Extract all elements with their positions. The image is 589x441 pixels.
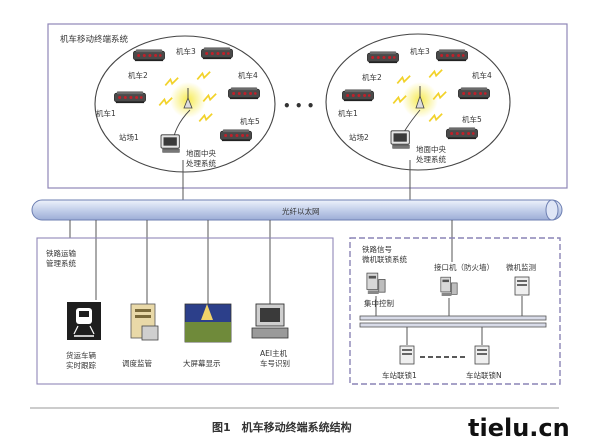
center-label-line2: 处理系统 [186,158,216,168]
uplink-cable [403,109,421,133]
central-label: 集中控制 [364,298,394,308]
station-interlock-label: 车站联锁1 [382,370,417,380]
locomotive-icon [342,88,374,102]
bus-label: 光纤以太网 [282,206,320,216]
loco-label: 机车5 [240,116,260,126]
watermark-backdrop [462,410,589,441]
antenna-icon [415,94,425,109]
center-label-line2: 处理系统 [416,154,446,164]
watermark: tielu.cn [468,414,570,441]
terminal-icon [390,130,410,149]
item-label-line2: 实时跟踪 [66,360,96,370]
loco-label: 机车4 [472,70,492,80]
keyboard-icon [251,327,289,339]
item-label: 大屏幕显示 [183,358,221,368]
station-2-cluster: 机车3 机车4 机车2 机车1 机车5 站场2 地面中央 处理系统 [325,33,511,171]
uplink-cable [173,109,191,137]
bus-end-cap [545,199,559,221]
big-screen-light [201,304,213,320]
train-icon-window [79,311,89,317]
loco-label: 机车4 [238,70,258,80]
station-interlock-label: 车站联锁N [466,370,502,380]
locomotive-icon [201,46,233,60]
train-icon-leg [73,325,79,335]
central-control-icon [366,272,386,295]
aei-host-item: AEI主机 车号识别 [251,303,290,368]
railway-mgmt-title-line1: 铁路运输 [46,248,76,258]
station-label: 站场1 [119,132,139,142]
loco-label: 机车2 [128,70,148,80]
fiber-ethernet-bus: 光纤以太网 [31,199,563,221]
monitor-icon [514,276,530,296]
item-label-line1: 货运车辆 [66,350,96,360]
center-label: 地面中央 处理系统 [186,148,218,168]
interlock-title-line1: 铁路信号 [362,244,392,254]
station-label: 站场2 [349,132,369,142]
interlock-title-line2: 微机联锁系统 [362,254,407,264]
item-label: 调度监管 [122,358,152,368]
train-tracking-item: 货运车辆 实时跟踪 [66,302,101,370]
monitor-icon [141,325,159,341]
loco-label: 机车3 [410,46,430,56]
locomotive-icon [133,48,165,62]
loco-label: 机车1 [96,108,116,118]
station-1-cluster: 机车3 机车4 机车2 机车1 机车5 站场1 地面中央 处理系统 [94,35,276,173]
server-slot [135,315,151,318]
train-icon-leg [89,325,95,335]
server-slot [135,309,151,312]
center-label-line1: 地面中央 [416,144,446,154]
terminal-icon [160,134,180,153]
gateway-label: 接口机（防火墙） [434,262,494,272]
center-label-line1: 地面中央 [186,148,216,158]
gateway-icon [440,276,458,297]
figure-caption: 图1 机车移动终端系统结构 [212,420,352,434]
item-label-line1: AEI主机 [260,348,288,358]
railway-mgmt-title-line2: 管理系统 [46,258,76,268]
more-stations-ellipsis: • • • [283,99,314,113]
interlock-bus [359,322,547,328]
locomotive-icon [436,48,468,62]
bus-pipe [31,199,563,221]
locomotive-icon [114,90,146,104]
locomotive-icon [367,50,399,64]
station-interlock-icon [399,345,415,365]
item-label: 货运车辆 实时跟踪 [66,350,98,370]
station-interlock-icon [474,345,490,365]
railway-mgmt-title: 铁路运输 管理系统 [46,248,78,268]
item-label: AEI主机 车号识别 [260,348,290,368]
mobile-system-frame [47,23,568,189]
center-label: 地面中央 处理系统 [416,144,448,164]
interlock-title: 铁路信号 微机联锁系统 [362,244,407,264]
monitor-label: 微机监测 [506,262,536,272]
interlock-frame [349,237,561,385]
locomotive-icon [458,86,490,100]
locomotive-icon [220,128,252,142]
locomotive-icon [228,86,260,100]
railway-mgmt-frame [36,237,334,385]
item-label-line2: 车号识别 [260,358,290,368]
loco-label: 机车3 [176,46,196,56]
big-screen-item: 大屏幕显示 [183,303,232,368]
mobile-system-title: 机车移动终端系统 [60,34,129,45]
interlock-bus [359,315,547,321]
loco-label: 机车2 [362,72,382,82]
big-screen-landscape [185,322,231,342]
loco-label: 机车1 [338,108,358,118]
loco-label: 机车5 [462,114,482,124]
aei-host-screen [260,308,280,322]
locomotive-icon [446,126,478,140]
antenna-icon [183,96,193,109]
dispatch-item: 调度监管 [122,303,159,368]
